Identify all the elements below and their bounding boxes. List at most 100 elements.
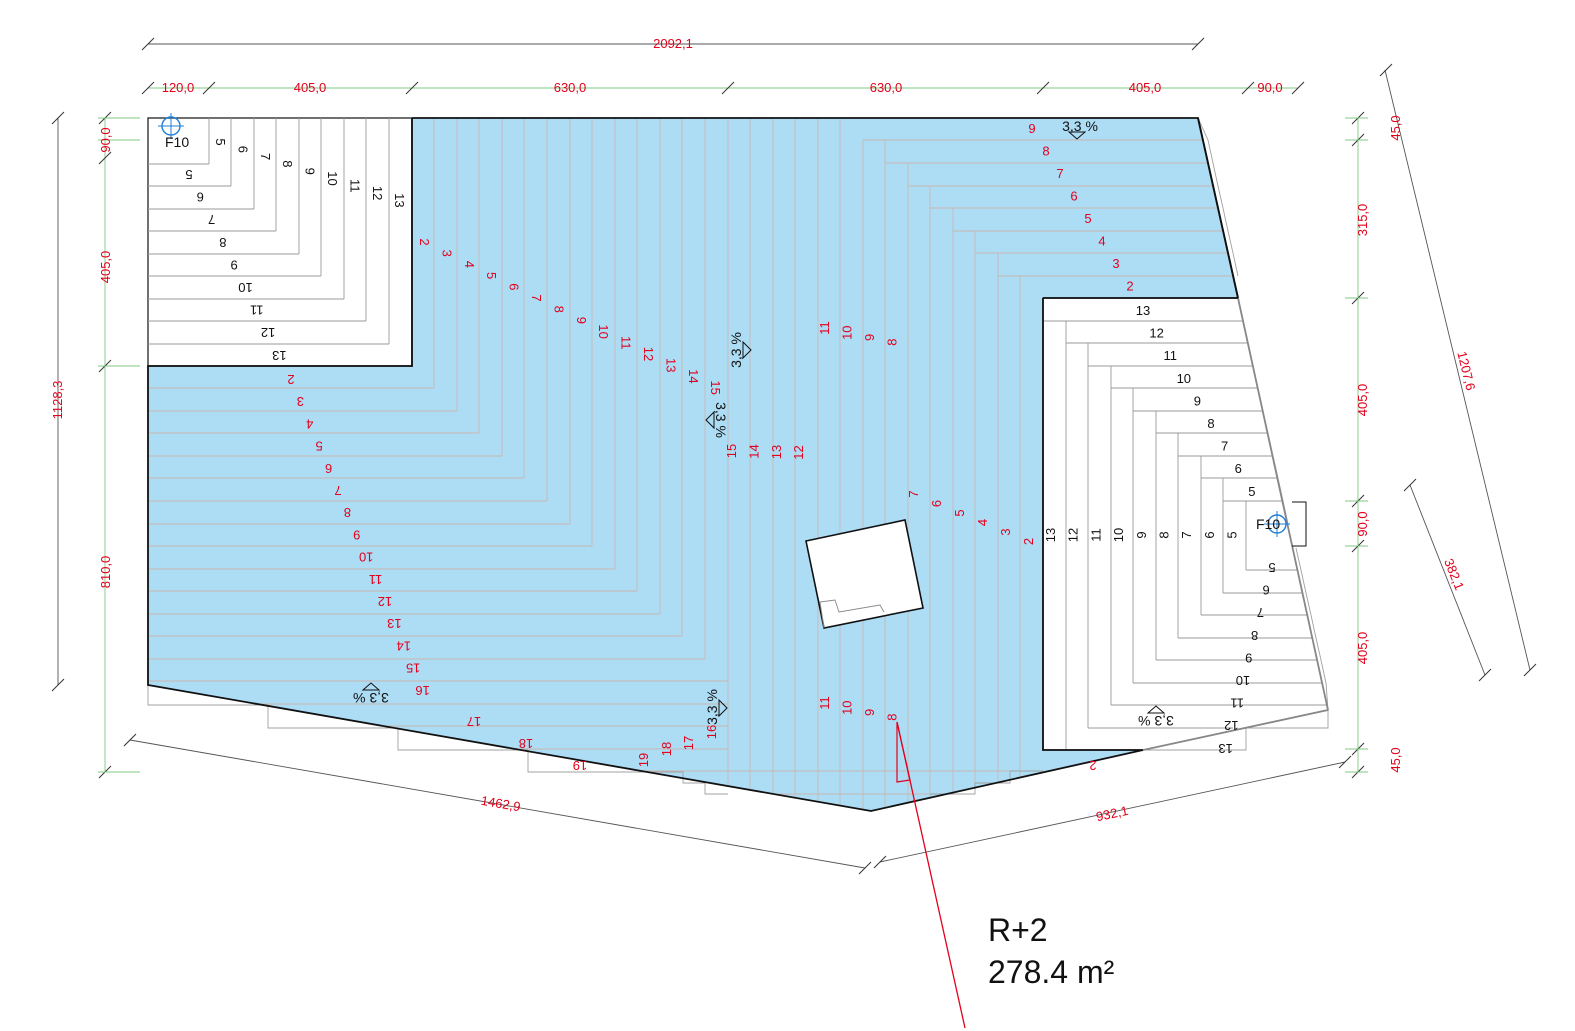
roof-opening-notch	[819, 599, 885, 629]
thickness-label-r_vertical: 12	[1066, 528, 1081, 542]
thickness-label-r_horizontal_bot: 9	[1245, 650, 1252, 665]
svg-text:3,3 %: 3,3 %	[353, 690, 389, 706]
thickness-label-r_horizontal_bot: 12	[1224, 718, 1238, 733]
thickness-label-r_vertical: 11	[1088, 528, 1103, 542]
thickness-label-bottom-right: 2	[1089, 758, 1096, 773]
thickness-label-r_horizontal_top: 12	[1149, 326, 1163, 341]
thickness-label-r_horizontal_bot: 11	[1230, 696, 1244, 711]
thickness-label-r_horizontal_top: 6	[1235, 461, 1242, 476]
dim-right-5: 405,0	[1355, 632, 1370, 665]
dim-right-6: 45,0	[1388, 747, 1403, 772]
svg-text:3,3 %: 3,3 %	[728, 332, 744, 368]
thickness-label-r_horizontal_top: 10	[1177, 371, 1191, 386]
thickness-label-mid_bottom: 11	[817, 696, 832, 710]
dim-right-4: 90,0	[1355, 511, 1370, 536]
thickness-label-mid_top: 8	[885, 338, 900, 345]
drain-symbol-right: F10	[1256, 501, 1307, 547]
thickness-label-bottom_run: 16	[704, 725, 719, 739]
thickness-label-left_col: 13	[387, 616, 401, 631]
thickness-label-tl_vertical: 13	[392, 193, 407, 207]
zone-upper-left	[147, 117, 413, 367]
thickness-label-diag_a: 2	[417, 238, 432, 245]
thickness-label-bottom_run: 17	[681, 736, 696, 750]
drain-label-top-left: F10	[165, 134, 189, 150]
thickness-label-left_col: 10	[359, 550, 373, 565]
dimension-lines	[57, 43, 1531, 869]
thickness-label-diag_a: 7	[529, 294, 544, 301]
dim-left-3: 810,0	[98, 556, 113, 589]
thickness-label-left_col: 6	[325, 461, 332, 476]
zone-right	[1042, 297, 1329, 751]
dim-top-3: 630,0	[554, 80, 587, 95]
svg-text:3,3 %: 3,3 %	[1062, 118, 1098, 134]
insulation-thickness-labels: 5678910111213567891011121323456789101112…	[185, 121, 1275, 773]
drain-symbol-top-left: F10	[158, 113, 189, 150]
thickness-label-r_horizontal_bot: 10	[1236, 673, 1250, 688]
dim-left-total: 1128,3	[50, 381, 65, 420]
thickness-label-diag_a: 14	[686, 369, 701, 383]
thickness-label-r_horizontal_bot: 7	[1257, 605, 1264, 620]
slope-arrow-bottom-center: 3,3 %	[704, 689, 728, 725]
dim-right-1: 45,0	[1388, 115, 1403, 140]
extension-lines	[98, 117, 1368, 773]
thickness-label-diag_b: 15	[724, 444, 739, 458]
thickness-label-right_diag: 3	[998, 528, 1013, 535]
thickness-label-tl_vertical: 11	[347, 179, 362, 193]
thickness-label-tl_horizontal: 10	[238, 280, 252, 295]
dim-top-1: 120,0	[162, 80, 195, 95]
thickness-label-top_right: 4	[1098, 234, 1105, 249]
thickness-label-diag_a: 4	[462, 261, 477, 268]
thickness-label-r_horizontal_bot: 8	[1251, 628, 1258, 643]
roof-edge-right	[1197, 117, 1239, 299]
thickness-label-right_diag: 2	[1021, 538, 1036, 545]
thickness-label-tl_vertical: 10	[325, 171, 340, 185]
thickness-label-r_vertical: 9	[1134, 531, 1149, 538]
svg-text:3,3 %: 3,3 %	[713, 402, 729, 438]
thickness-label-diag_a: 9	[574, 317, 589, 324]
thickness-label-diag_a: 6	[507, 283, 522, 290]
thickness-label-left_col: 3	[297, 394, 304, 409]
thickness-label-tl_horizontal: 12	[261, 325, 275, 340]
thickness-label-bottom_run: 18	[519, 736, 533, 751]
thickness-label-mid_bottom: 10	[840, 700, 855, 714]
dim-top-6: 90,0	[1257, 80, 1282, 95]
thickness-label-diag_a: 15	[708, 380, 723, 394]
roof-edge-bottom-right	[1142, 709, 1329, 751]
thickness-label-left_col: 11	[369, 572, 383, 587]
thickness-label-tl_horizontal: 5	[185, 167, 192, 182]
dim-right-2: 315,0	[1355, 204, 1370, 237]
thickness-label-diag_b: 12	[791, 445, 806, 459]
thickness-label-top_right: 2	[1126, 279, 1133, 294]
dim-top-4: 630,0	[870, 80, 903, 95]
thickness-label-r_vertical: 10	[1111, 528, 1126, 542]
insulation-board-lines	[148, 118, 1238, 810]
thickness-label-tl_horizontal: 8	[219, 235, 226, 250]
thickness-label-left_col: 14	[397, 638, 411, 653]
thickness-label-mid_top: 11	[817, 321, 832, 335]
thickness-label-left_col: 9	[353, 527, 360, 542]
thickness-label-tl_horizontal: 9	[231, 257, 238, 272]
thickness-label-top_right: 3	[1112, 256, 1119, 271]
thickness-label-top_right: 9	[1028, 121, 1035, 136]
thickness-label-r_horizontal_top: 7	[1221, 439, 1228, 454]
roof-edge-right-lower	[1237, 297, 1329, 711]
thickness-label-tl_vertical: 12	[370, 186, 385, 200]
dim-top-2: 405,0	[294, 80, 327, 95]
thickness-label-r_horizontal_top: 5	[1248, 484, 1255, 499]
level-area: 278.4 m²	[988, 954, 1115, 990]
thickness-label-r_vertical: 6	[1202, 531, 1217, 538]
thickness-label-diag_b: 13	[769, 445, 784, 459]
thickness-label-tl_vertical: 7	[258, 153, 273, 160]
dim-bottom-left: 1462,9	[480, 793, 522, 815]
thickness-label-r_horizontal_top: 9	[1194, 393, 1201, 408]
thickness-label-diag_a: 13	[663, 358, 678, 372]
thickness-label-mid_bottom: 8	[885, 713, 900, 720]
roof-slab	[148, 118, 1238, 811]
thickness-label-top_right: 8	[1042, 144, 1049, 159]
thickness-label-bottom_run: 17	[467, 714, 481, 729]
thickness-label-tl_vertical: 8	[280, 160, 295, 167]
level-name: R+2	[988, 912, 1048, 948]
slope-arrow-center-top: 3,3 %	[728, 332, 752, 368]
thickness-label-diag_b: 14	[746, 444, 761, 458]
